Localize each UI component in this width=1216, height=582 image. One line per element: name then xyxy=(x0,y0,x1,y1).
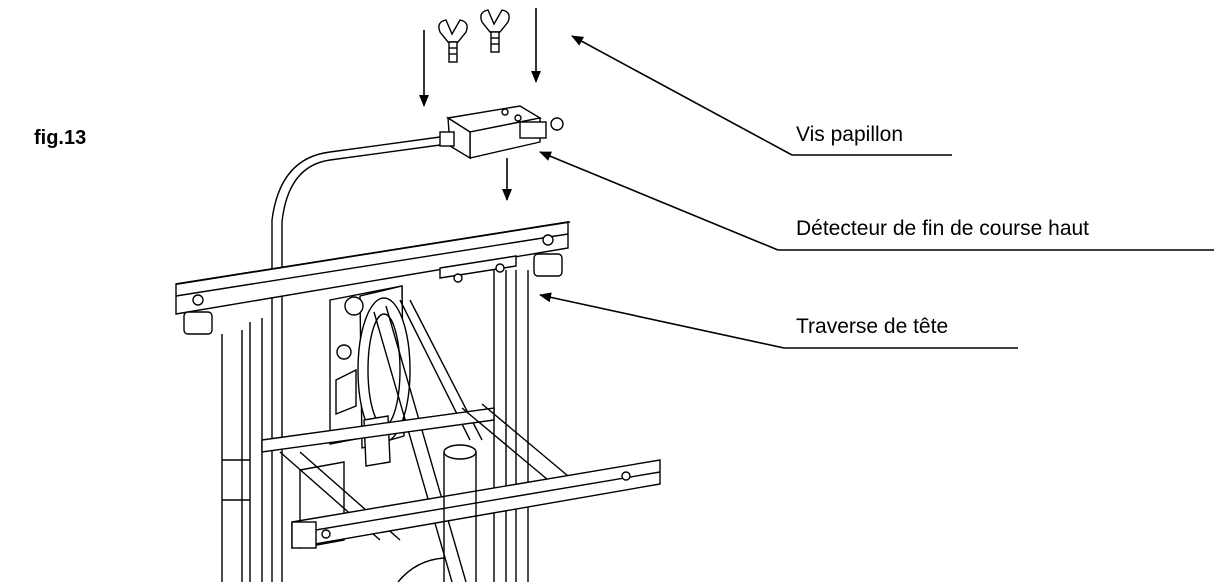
head-crossbar xyxy=(175,221,571,335)
leader-head-crossbar xyxy=(539,292,785,349)
leader-wing-screw xyxy=(571,35,793,156)
callout-underlines xyxy=(778,154,1214,349)
lower-frame xyxy=(261,403,661,582)
leader-arrows xyxy=(539,35,793,349)
leader-limit-detector xyxy=(539,151,779,251)
wing-nut-icon xyxy=(480,9,510,53)
install-arrows xyxy=(419,8,541,201)
callout-wing-screw: Vis papillon xyxy=(796,123,904,146)
wing-nut-icon xyxy=(438,19,468,63)
callout-head-crossbar: Traverse de tête xyxy=(796,315,949,338)
callout-limit-detector: Détecteur de fin de course haut xyxy=(796,217,1090,240)
figure-label: fig.13 xyxy=(34,127,87,149)
pulley-assembly xyxy=(329,285,411,467)
cable-rod xyxy=(271,136,441,582)
limit-switch-icon xyxy=(439,105,564,160)
